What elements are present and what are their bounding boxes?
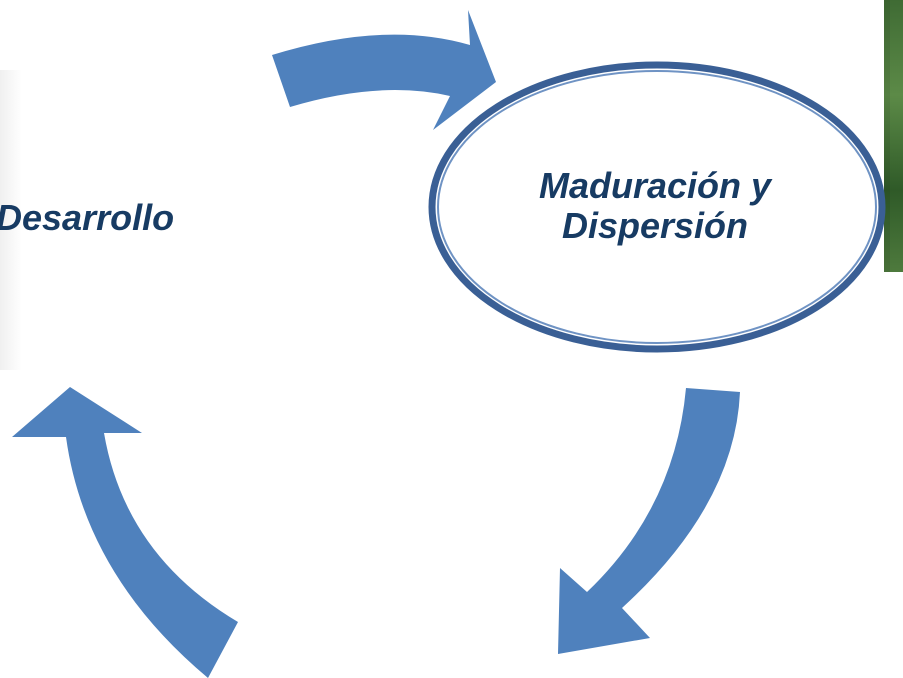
left-arrow (12, 387, 238, 678)
stage-label-desarrollo: Desarrollo (0, 197, 175, 238)
top-arrow (272, 10, 496, 130)
stage-label-maduracion: Maduración y Dispersión (440, 166, 870, 246)
right-arrow (558, 388, 740, 654)
photo-edge (884, 0, 903, 272)
maduracion-label-line2: Dispersión (561, 205, 749, 246)
maduracion-label-line1: Maduración y (538, 165, 772, 206)
maduracion-ellipse-inner-ring (437, 70, 877, 344)
maduracion-ellipse (428, 61, 886, 353)
left-edge-shadow (0, 70, 22, 370)
